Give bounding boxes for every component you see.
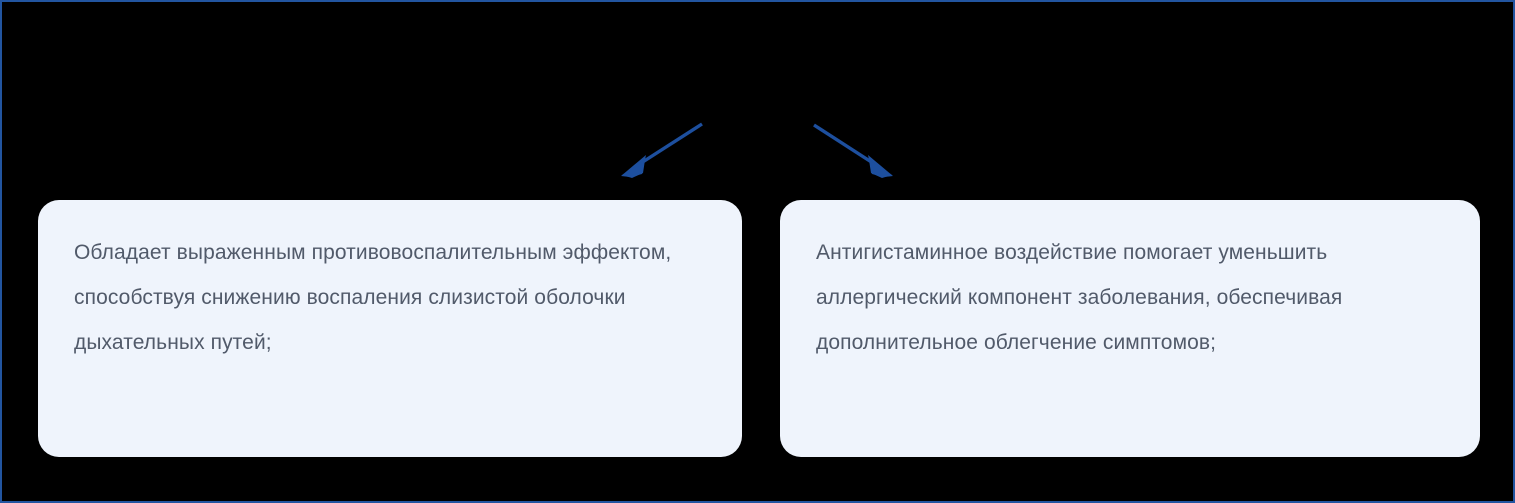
info-card-left-text: Обладает выраженным противовоспалительны… [74, 241, 672, 354]
info-card-left: Обладает выраженным противовоспалительны… [38, 200, 742, 457]
info-card-right-text: Антигистаминное воздействие помогает уме… [816, 241, 1343, 354]
arrow-to-right-card [813, 123, 893, 178]
arrow-to-left-card [621, 122, 703, 178]
info-card-right: Антигистаминное воздействие помогает уме… [780, 200, 1480, 457]
